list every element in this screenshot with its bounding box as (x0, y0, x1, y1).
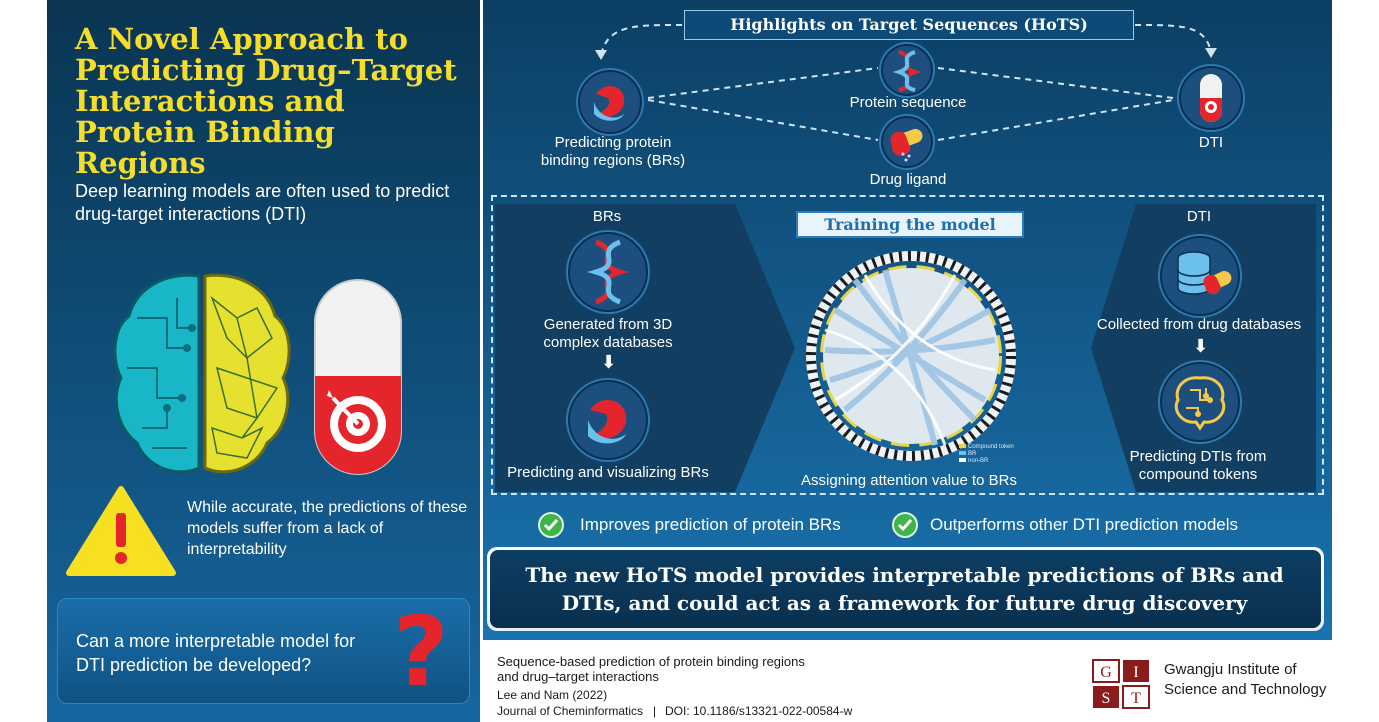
paper-journal: Journal of Cheminformatics (497, 704, 644, 718)
paper-title: Sequence-based prediction of protein bin… (497, 654, 805, 684)
check-icon (538, 512, 564, 538)
warning-icon (66, 486, 176, 576)
logo-letter-i: I (1133, 664, 1138, 681)
dti-label: DTI (1198, 134, 1224, 151)
ai-brain-icon (1160, 362, 1240, 442)
training-title: Training the model (796, 211, 1024, 238)
brain-icon (113, 273, 291, 474)
protein-sequence-icon (881, 44, 933, 96)
logo-letter-s: S (1102, 690, 1111, 707)
predicting-brs-label: Predicting protein binding regions (BRs) (540, 134, 686, 169)
conclusion-banner: The new HoTS model provides interpretabl… (487, 547, 1324, 631)
attention-chord-diagram (806, 251, 1016, 461)
logo-letter-t: T (1131, 690, 1141, 707)
warning-text: While accurate, the predictions of these… (187, 499, 468, 558)
intro-text: Deep learning models are often used to p… (75, 181, 450, 224)
question-text: Can a more interpretable model for DTI p… (76, 631, 356, 675)
question-mark-icon: ? (393, 596, 449, 708)
legend-compound-token: Compound token (959, 444, 1014, 451)
hots-header: Highlights on Target Sequences (HoTS) (684, 10, 1134, 40)
training-box (491, 195, 1324, 495)
drug-ligand-icon (881, 116, 933, 168)
attention-caption: Assigning attention value to BRs (801, 472, 1017, 489)
drug-ligand-label: Drug ligand (869, 171, 947, 188)
dti-pill-icon (1179, 66, 1243, 130)
benefit-2: Outperforms other DTI prediction models (930, 515, 1239, 534)
database-icon (1160, 236, 1240, 316)
dti-collected-label: Collected from drug databases (1096, 316, 1302, 333)
brs-generated-label: Generated from 3D complex databases (543, 316, 673, 351)
institution-name: Gwangju Institute of Science and Technol… (1164, 661, 1327, 698)
down-arrow-icon: ⬇ (601, 352, 617, 372)
pill-target-icon (314, 279, 402, 475)
gist-logo: G I S T (1091, 656, 1151, 712)
dti-predicting-label: Predicting DTIs from compound tokens (1129, 448, 1267, 483)
brs-panel (495, 204, 795, 492)
brs-predicting-label: Predicting and visualizing BRs (507, 464, 709, 481)
protein-sequence-label: Protein sequence (849, 94, 967, 111)
legend-non-br: non-BR (959, 458, 1014, 465)
paper-authors: Lee and Nam (2022) (497, 688, 608, 702)
conclusion-text: The new HoTS model provides interpretabl… (525, 563, 1284, 615)
dti-heading: DTI (1186, 208, 1212, 225)
down-arrow-icon: ⬇ (1193, 336, 1209, 356)
binding-region-icon-large (568, 380, 648, 460)
main-title: A Novel Approach to Predicting Drug–Targ… (75, 22, 457, 180)
paper-doi: DOI: 10.1186/s13321-022-00584-w (665, 704, 853, 718)
binding-region-icon (578, 70, 642, 134)
left-panel: A Novel Approach to Predicting Drug–Targ… (47, 0, 480, 722)
chord-legend: Compound token BR non-BR (959, 444, 1014, 465)
helix-icon (568, 232, 648, 312)
right-panel: Highlights on Target Sequences (HoTS) Pr… (483, 0, 1332, 640)
citation-footer: Sequence-based prediction of protein bin… (483, 640, 1332, 722)
question-box: Can a more interpretable model for DTI p… (57, 596, 470, 708)
benefit-1: Improves prediction of protein BRs (580, 515, 841, 534)
brs-heading: BRs (592, 208, 622, 225)
legend-br: BR (959, 451, 1014, 458)
check-icon (892, 512, 918, 538)
footer-separator: | (653, 704, 657, 718)
logo-letter-g: G (1100, 664, 1112, 681)
connector-lines (595, 24, 1217, 141)
